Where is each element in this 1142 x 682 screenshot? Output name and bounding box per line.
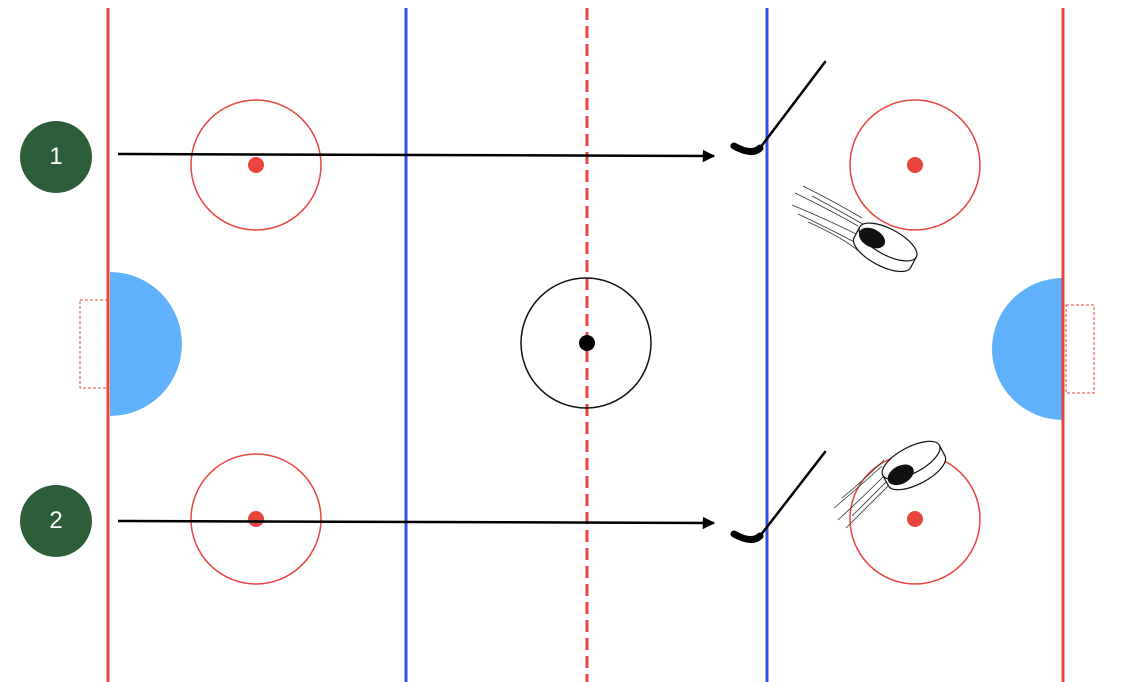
player-number-2: 2 xyxy=(49,507,63,534)
player-number-1: 1 xyxy=(49,143,63,170)
player-badge-1: 1 xyxy=(20,121,92,193)
faceoff-dot-bottom-right xyxy=(907,511,923,527)
hockey-stick-icon xyxy=(730,60,827,155)
left-goal-net xyxy=(79,299,110,389)
faceoff-circle-top-left xyxy=(190,99,322,231)
center-ice-dot xyxy=(579,335,595,351)
player-badge-2: 2 xyxy=(20,485,92,557)
hockey-puck-icon xyxy=(833,440,947,529)
right-goal-crease xyxy=(992,278,1063,420)
center-ice-circle xyxy=(520,277,652,409)
faceoff-dot-top-right xyxy=(907,157,923,173)
faceoff-dot-bottom-left xyxy=(248,511,264,527)
pass-arrow-1 xyxy=(117,149,716,163)
left-goal-crease xyxy=(110,272,182,416)
hockey-puck-icon xyxy=(791,185,918,273)
pass-arrow-2 xyxy=(117,516,716,530)
faceoff-circle-bottom-left xyxy=(190,453,322,585)
hockey-stick-icon xyxy=(730,450,827,543)
faceoff-circle-top-right xyxy=(849,99,981,231)
faceoff-dot-top-left xyxy=(248,157,264,173)
right-goal-net xyxy=(1065,304,1095,394)
